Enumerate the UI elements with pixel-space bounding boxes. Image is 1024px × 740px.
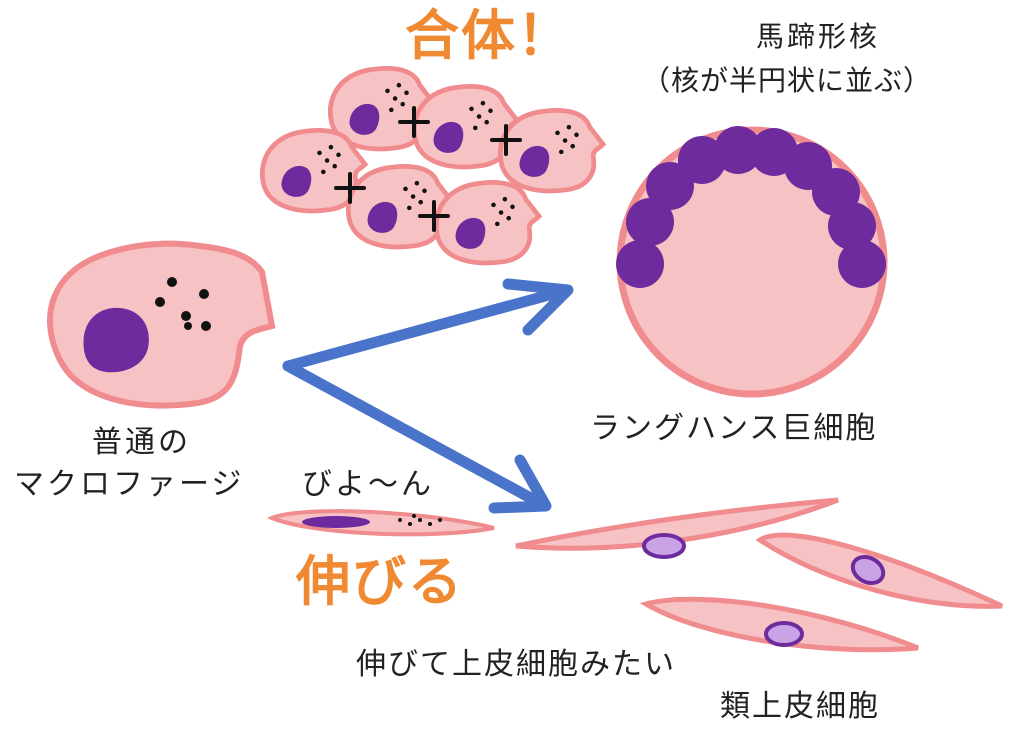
epithelioid-cell	[755, 532, 1004, 609]
granule	[181, 311, 191, 321]
langhans-giant-cell-label: ラングハンス巨細胞	[590, 411, 878, 446]
plus-icon	[418, 200, 450, 232]
macrophage-membrane	[47, 240, 276, 409]
plus-icon	[398, 106, 430, 138]
epithelioid-nucleus	[850, 555, 886, 585]
stretched-granules	[398, 514, 442, 526]
plus-icon	[490, 124, 522, 156]
granule	[155, 297, 165, 307]
stretch-label: 伸びる	[296, 550, 464, 613]
stretch-sfx-label: びよ〜ん	[302, 467, 434, 502]
fusing-cell	[436, 182, 539, 263]
fusing-cell	[500, 110, 603, 191]
normal-macrophage-label-line1: 普通の	[92, 425, 191, 460]
epithelioid-cell-label: 類上皮細胞	[720, 689, 880, 724]
langhans-giant-cell	[616, 126, 888, 398]
granule	[167, 277, 177, 287]
epithelioid-cell	[515, 497, 839, 559]
epithelioid-description: 伸びて上皮細胞みたい	[356, 647, 676, 682]
stretching-macrophage-cell	[266, 509, 495, 537]
arrow-to-epithelioid	[282, 360, 552, 514]
normal-macrophage-label-line2: マクロファージ	[14, 467, 245, 502]
epithelioid-nucleus	[764, 621, 804, 647]
epithelioid-nucleus	[642, 533, 686, 559]
epithelioid-cell	[639, 596, 919, 653]
arrow-to-langhans	[282, 278, 574, 372]
macrophage-nucleus	[83, 307, 149, 373]
normal-macrophage-cell	[47, 240, 276, 409]
plus-icon	[334, 172, 366, 204]
stretched-nucleus	[302, 516, 370, 528]
granule	[201, 321, 211, 331]
horseshoe-nucleus-note: （核が半円状に並ぶ）	[642, 64, 933, 97]
horseshoe-nucleus-title: 馬蹄形核	[756, 20, 881, 53]
granule	[199, 289, 209, 299]
horseshoe-nuclei	[616, 126, 886, 288]
granule	[184, 322, 192, 330]
fusing-macrophage-cluster	[262, 68, 603, 263]
fusion-label: 合体！	[405, 4, 573, 67]
